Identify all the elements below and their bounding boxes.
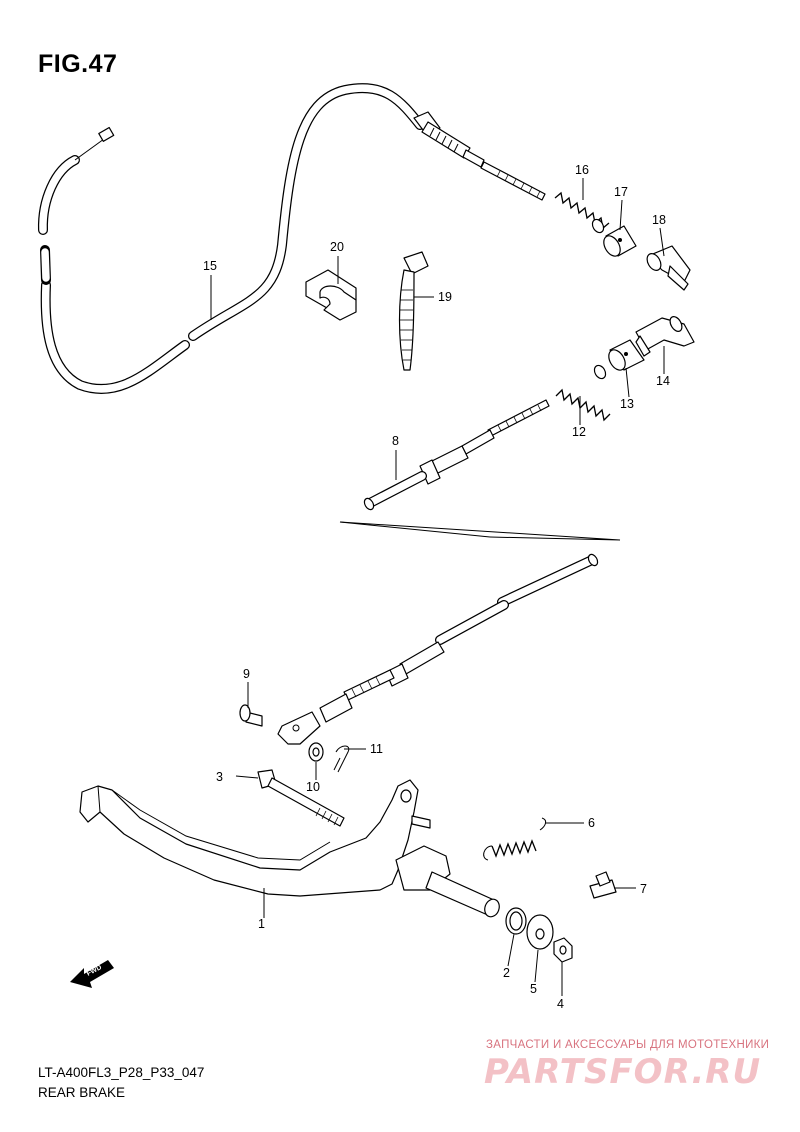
part-13-adjuster-nut[interactable] [605,339,645,373]
part-14-clevis[interactable] [635,315,695,357]
part-20-cable-clamp[interactable] [305,269,357,321]
callout-6[interactable]: 6 [588,816,595,830]
part-18-clevis[interactable] [644,245,691,291]
callout-7[interactable]: 7 [640,882,647,896]
callout-13[interactable]: 13 [620,397,634,411]
callout-17[interactable]: 17 [614,185,628,199]
callout-5[interactable]: 5 [530,982,537,996]
watermark-tagline: ЗАПЧАСТИ И АКСЕССУАРЫ ДЛЯ МОТОТЕХНИКИ [486,1039,770,1051]
part-5-washer[interactable] [526,914,554,950]
part-12-spring[interactable] [555,363,611,422]
callout-4[interactable]: 4 [557,997,564,1011]
callout-16[interactable]: 16 [575,163,589,177]
part-15-brake-cable[interactable] [37,83,546,394]
callout-20[interactable]: 20 [330,240,344,254]
callout-12[interactable]: 12 [572,425,586,439]
callout-18[interactable]: 18 [652,213,666,227]
callout-19[interactable]: 19 [438,290,452,304]
part-1-brake-pedal[interactable] [79,779,502,919]
model-code: LT-A400FL3_P28_P33_047 [38,1065,205,1080]
part-11-cotter-pin[interactable] [333,745,350,773]
figure-title: FIG.47 [38,50,118,78]
part-3-bolt[interactable] [257,769,345,827]
part-2-o-ring[interactable] [505,907,527,935]
callout-3[interactable]: 3 [216,770,223,784]
callout-14[interactable]: 14 [656,374,670,388]
leader-lines [210,178,665,996]
part-8-brake-cable[interactable] [277,399,621,745]
section-title: REAR BRAKE [38,1085,126,1100]
fwd-direction-arrow: FWD [70,960,114,988]
callout-9[interactable]: 9 [243,667,250,681]
part-6-return-spring[interactable] [483,817,547,861]
part-4-nut[interactable] [553,937,573,963]
part-17-adjuster-nut[interactable] [600,225,637,259]
part-16-spring[interactable] [554,191,610,235]
callout-1[interactable]: 1 [258,917,265,931]
callout-11[interactable]: 11 [370,742,383,756]
callout-10[interactable]: 10 [306,780,320,794]
part-9-clevis-pin[interactable] [239,704,263,727]
callout-15[interactable]: 15 [203,259,217,273]
part-7-nut[interactable] [589,871,617,899]
part-10-washer[interactable] [308,742,324,762]
watermark-logo: PARTSFOR.RU [484,1052,762,1092]
callout-8[interactable]: 8 [392,434,399,448]
part-19-cable-tie[interactable] [398,251,429,371]
callout-numbers: 1 2 3 4 5 6 7 8 9 10 11 12 13 14 15 16 1… [203,163,670,1011]
callout-2[interactable]: 2 [503,966,510,980]
